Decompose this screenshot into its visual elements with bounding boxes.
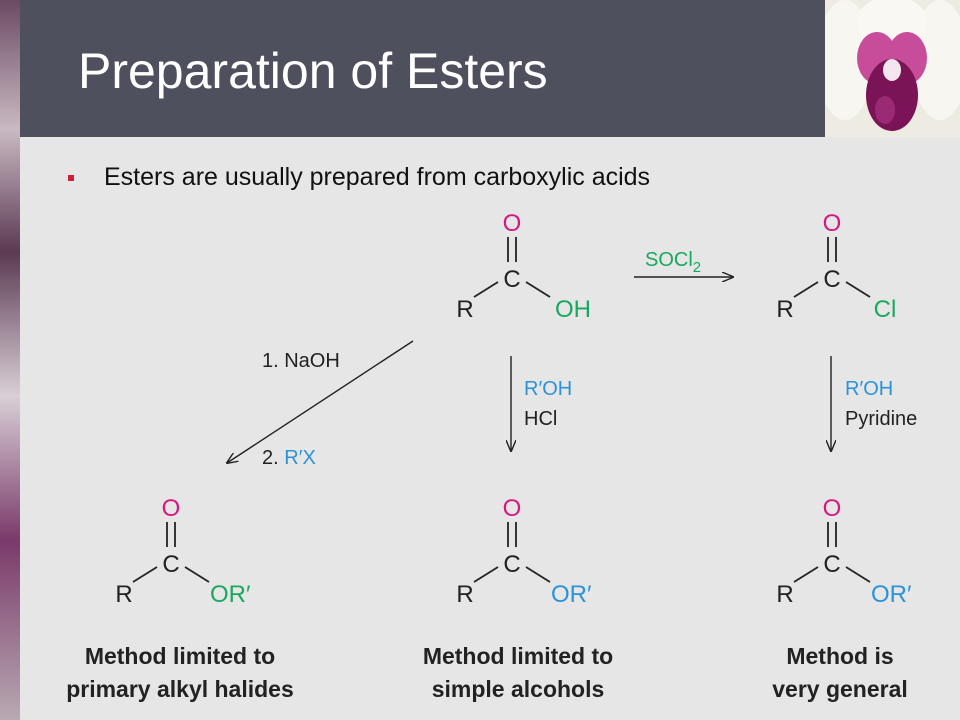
title-bar: Preparation of Esters	[20, 0, 825, 137]
method-caption-line1: Method is	[786, 643, 893, 669]
alkyl-halide-route: 1. NaOH 2. R′X	[227, 340, 414, 469]
fischer-route: R′OH HCl	[511, 356, 572, 451]
decorative-photo-strip	[0, 0, 20, 720]
alkoxy-label: OR′	[871, 581, 912, 608]
carboxylic-acid-structure: O C R OH	[456, 210, 591, 323]
orchid-image	[825, 0, 960, 137]
oxygen-label: O	[823, 495, 842, 522]
hydroxyl-label: OH	[555, 296, 591, 323]
oxygen-label: O	[823, 210, 842, 237]
method-caption-line1: Method limited to	[85, 643, 275, 669]
method-caption-line2: primary alkyl halides	[66, 676, 294, 702]
chloride-label: Cl	[874, 296, 897, 323]
carbon-label: C	[503, 551, 520, 578]
alkoxy-label: OR′	[210, 581, 251, 608]
carbon-label: C	[823, 266, 840, 293]
ester-product-3: O C R OR′ Method is very general	[772, 495, 912, 702]
alcohol-reagent: R′OH	[845, 378, 893, 400]
method-caption-line1: Method limited to	[423, 643, 613, 669]
bullet-text: Esters are usually prepared from carboxy…	[104, 163, 651, 191]
slide-content: Esters are usually prepared from carboxy…	[20, 137, 960, 720]
slide-title: Preparation of Esters	[78, 43, 548, 99]
alkoxy-label: OR′	[551, 581, 592, 608]
carbon-label: C	[823, 551, 840, 578]
step2-label: 2. R′X	[262, 447, 316, 469]
method-caption-line2: simple alcohols	[432, 676, 605, 702]
base-reagent: Pyridine	[845, 408, 917, 430]
r-group-label: R	[776, 581, 793, 608]
method-caption-line2: very general	[772, 676, 908, 702]
r-group-label: R	[456, 581, 473, 608]
socl2-reaction-arrow: SOCl2	[634, 249, 733, 277]
bullet-marker-icon	[68, 175, 74, 181]
acyl-chloride-structure: O C R Cl	[776, 210, 896, 323]
carbon-label: C	[503, 266, 520, 293]
pyridine-route: R′OH Pyridine	[831, 356, 917, 451]
r-group-label: R	[456, 296, 473, 323]
r-group-label: R	[776, 296, 793, 323]
ester-product-2: O C R OR′ Method limited to simple alcoh…	[423, 495, 613, 702]
alcohol-reagent: R′OH	[524, 378, 572, 400]
r-group-label: R	[115, 581, 132, 608]
oxygen-label: O	[162, 495, 181, 522]
oxygen-label: O	[503, 495, 522, 522]
ester-product-1: O C R OR′ Method limited to primary alky…	[66, 495, 294, 702]
acid-catalyst: HCl	[524, 408, 557, 430]
carbon-label: C	[162, 551, 179, 578]
socl2-reagent: SOCl2	[645, 249, 701, 276]
step1-label: 1. NaOH	[262, 350, 340, 372]
oxygen-label: O	[503, 210, 522, 237]
orchid-icon	[825, 0, 960, 137]
